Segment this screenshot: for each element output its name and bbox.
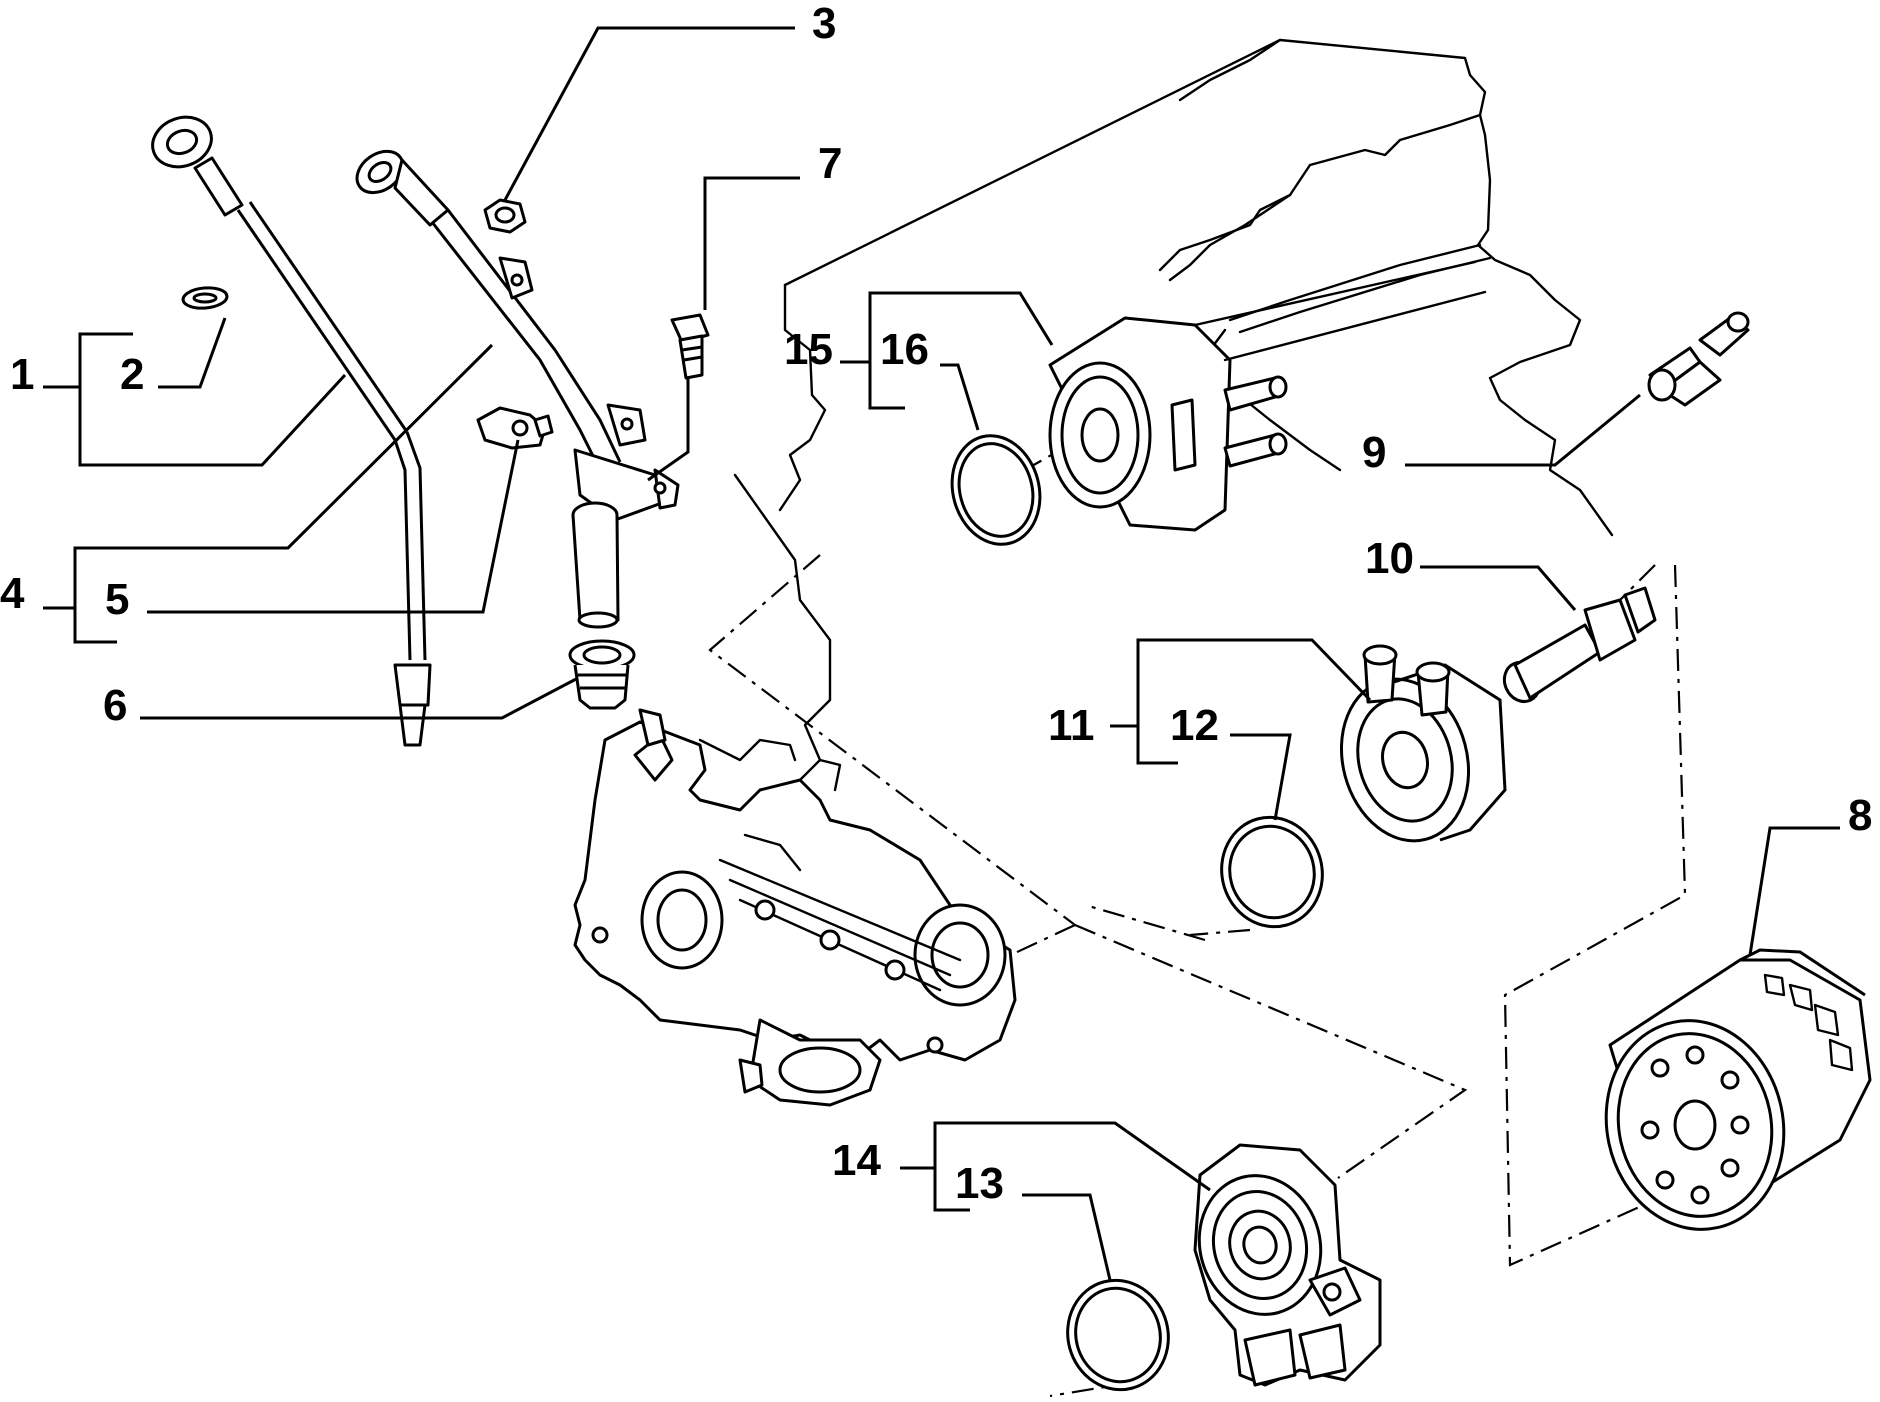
- callout-6: 6: [103, 681, 127, 730]
- callout-5: 5: [105, 575, 129, 624]
- callout-13: 13: [955, 1159, 1004, 1208]
- callout-9: 9: [1362, 428, 1386, 477]
- callout-3: 3: [812, 0, 836, 48]
- bolt: [670, 313, 710, 380]
- oil-filter: [1604, 948, 1872, 1231]
- callout-15: 15: [784, 325, 833, 374]
- dipstick: [151, 115, 432, 747]
- heat-exchanger: [1339, 644, 1507, 843]
- callout-10: 10: [1365, 534, 1414, 583]
- callout-14: 14: [832, 1136, 881, 1185]
- filter-support-seal: [1066, 1278, 1170, 1392]
- washer: [181, 286, 229, 310]
- callout-11: 11: [1048, 701, 1095, 750]
- clip: [476, 406, 554, 450]
- dipstick-tube: [355, 149, 680, 629]
- grommet: [568, 639, 636, 710]
- oil-cooler-seal: [950, 434, 1042, 546]
- oil-cooler: [1048, 260, 1487, 532]
- callout-7: 7: [818, 139, 842, 188]
- callout-8: 8: [1848, 791, 1872, 840]
- nut: [483, 198, 527, 234]
- callout-leaders: [43, 26, 1840, 1281]
- callout-numbers: 1 2 3 4 5 6 7 8 9 10 11 12 13 14 15 16: [0, 0, 1872, 1208]
- oil-pressure-sensor: [1647, 311, 1750, 407]
- callout-1: 1: [10, 350, 34, 399]
- callout-4: 4: [0, 569, 25, 618]
- dashed-assembly-lines: [708, 439, 1687, 1398]
- union-fitting: [1502, 586, 1657, 703]
- heat-exchanger-seal: [1220, 815, 1324, 929]
- callout-12: 12: [1170, 701, 1219, 750]
- callout-2: 2: [120, 350, 144, 399]
- filter-support: [1193, 1143, 1382, 1387]
- oil-pump-housing: [573, 708, 1017, 1107]
- callout-16: 16: [880, 325, 929, 374]
